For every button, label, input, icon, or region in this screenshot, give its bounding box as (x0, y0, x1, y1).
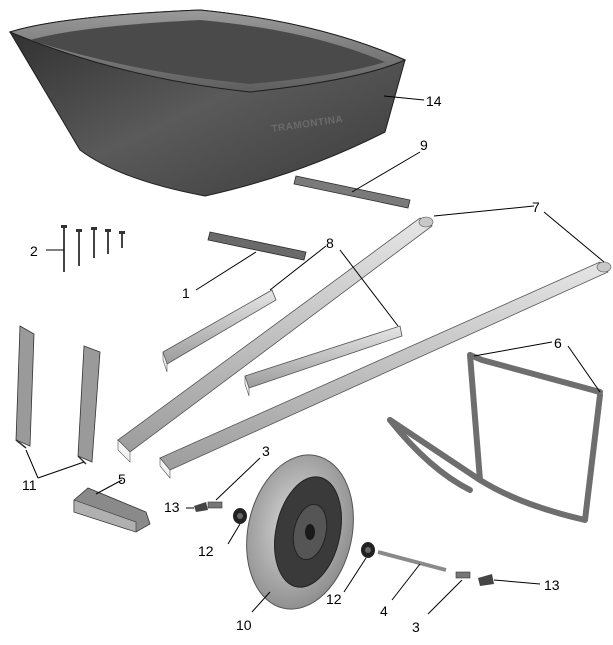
tray-part: TRAMONTINA (8, 9, 407, 197)
callout-11: 11 (22, 477, 37, 493)
right-handle-part (159, 261, 612, 479)
callout-12-right: 12 (326, 591, 342, 607)
callout-14: 14 (426, 93, 442, 109)
leader-lines (25, 95, 605, 615)
axle-part (377, 550, 447, 572)
callout-13-left: 13 (164, 499, 180, 515)
left-leg-part (15, 325, 101, 465)
callout-3-upper: 3 (262, 443, 270, 459)
clip-right-part (478, 574, 494, 586)
wheel-bracket-part (73, 487, 151, 533)
callout-9: 9 (420, 137, 428, 153)
callout-4: 4 (380, 603, 388, 619)
spacer-right-part (455, 571, 471, 579)
clip-left-part (194, 502, 208, 512)
callout-10: 10 (236, 617, 252, 633)
callout-12-left: 12 (198, 543, 214, 559)
bearing-right-part (361, 542, 375, 558)
spacer-left-part (207, 501, 223, 509)
callout-8: 8 (326, 235, 334, 251)
callout-6: 6 (554, 335, 562, 351)
right-support-part (244, 325, 403, 397)
wheel-part (246, 454, 354, 610)
bearing-left-part (233, 508, 247, 524)
rear-stand-part (387, 352, 603, 523)
callout-7: 7 (532, 199, 540, 215)
screw-set (61, 225, 125, 272)
callout-numbers: 14 9 2 1 7 8 6 11 5 3 13 12 10 12 4 3 13 (22, 93, 562, 635)
callout-3-lower: 3 (412, 619, 420, 635)
callout-13-right: 13 (544, 577, 560, 593)
left-handle-part (117, 216, 434, 463)
callout-2: 2 (30, 243, 38, 259)
small-brace-part (207, 231, 307, 261)
left-support-part (162, 289, 277, 373)
callout-5: 5 (118, 471, 126, 487)
callout-1: 1 (182, 285, 190, 301)
